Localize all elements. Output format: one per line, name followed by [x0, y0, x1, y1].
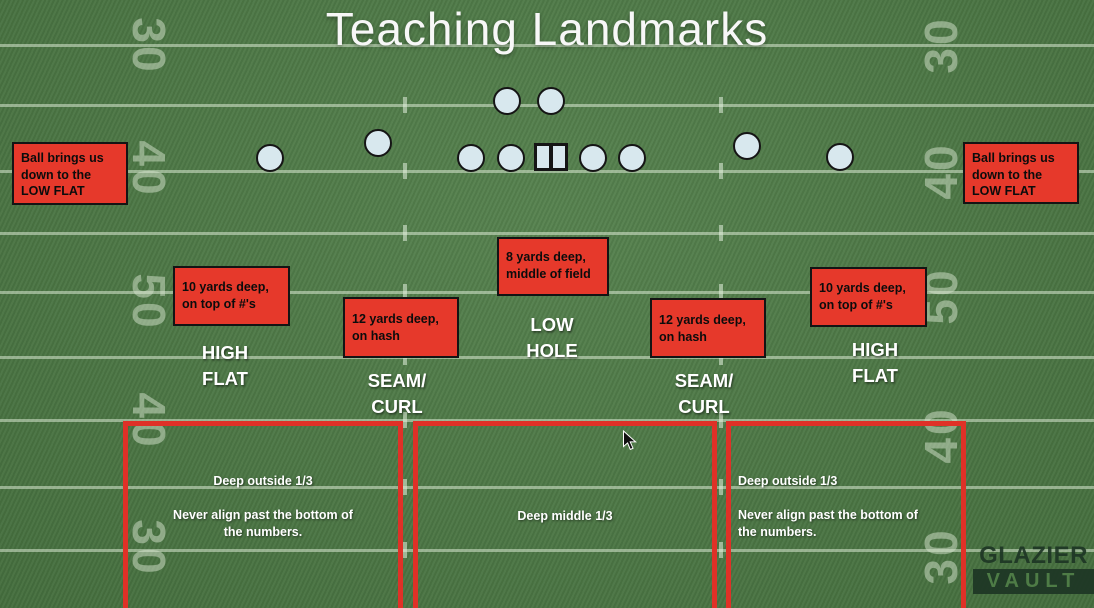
callout-seam-curl-left: 12 yards deep, on hash [343, 297, 459, 358]
callout-low-hole: 8 yards deep, middle of field [497, 237, 609, 296]
center-square-divider [549, 146, 553, 168]
zone-heading: Deep outside 1/3 [738, 474, 838, 488]
hash-mark [719, 225, 723, 241]
player-center [534, 143, 568, 171]
yard-line [0, 231, 1094, 235]
zone-heading: Deep middle 1/3 [517, 509, 613, 523]
callout-low-flat-right: Ball brings us down to the LOW FLAT [963, 142, 1079, 204]
callout-low-flat-left: Ball brings us down to the LOW FLAT [12, 142, 128, 205]
player-wide-receiver-right [826, 143, 854, 171]
zone-deep-outside-right: Deep outside 1/3 Never align past the bo… [726, 421, 966, 608]
hash-mark [719, 412, 723, 428]
hash-mark [719, 163, 723, 179]
landmark-low-hole: LOW HOLE [526, 314, 578, 361]
landmark-seam-curl-left: SEAM/ CURL [367, 370, 427, 417]
hash-mark [403, 284, 407, 300]
zone-body: Never align past the bottom of the numbe… [738, 508, 918, 539]
mouse-cursor-icon [623, 430, 637, 451]
hash-mark [403, 163, 407, 179]
yard-line [0, 355, 1094, 359]
slide-title: Teaching Landmarks [325, 3, 769, 55]
yard-line [0, 418, 1094, 422]
hash-mark [403, 412, 407, 428]
landmark-high-flat-right: HIGH FLAT [851, 339, 899, 386]
logo-vault-text: VAULT [973, 569, 1094, 594]
glazier-vault-logo: GLAZIER VAULT [966, 542, 1094, 594]
hash-mark [719, 97, 723, 113]
hash-mark [403, 97, 407, 113]
hash-mark [403, 542, 407, 558]
landmark-high-flat-left: HIGH FLAT [201, 342, 249, 389]
hash-mark [719, 284, 723, 300]
player-quarterback [537, 87, 565, 115]
yard-line [0, 43, 1094, 47]
zone-body: Never align past the bottom of the numbe… [173, 508, 353, 539]
callout-high-flat-left: 10 yards deep, on top of #'s [173, 266, 290, 326]
callout-seam-curl-right: 12 yards deep, on hash [650, 298, 766, 358]
player-running-back [493, 87, 521, 115]
yard-line [0, 485, 1094, 489]
yard-number-left: 50 [123, 273, 175, 331]
player-wide-receiver-left [256, 144, 284, 172]
landmark-seam-curl-right: SEAM/ CURL [674, 370, 734, 417]
player-right-tackle [618, 144, 646, 172]
hash-mark [719, 479, 723, 495]
hash-mark [719, 542, 723, 558]
zone-deep-middle: Deep middle 1/3 [413, 421, 717, 608]
player-left-tackle [457, 144, 485, 172]
player-slot-right [733, 132, 761, 160]
logo-glazier-text: GLAZIER [979, 542, 1088, 569]
yard-number-right: 40 [915, 142, 967, 200]
yard-line [0, 169, 1094, 173]
hash-mark [403, 479, 407, 495]
zone-deep-outside-left: Deep outside 1/3 Never align past the bo… [123, 421, 403, 608]
hash-mark [403, 225, 407, 241]
yard-line [0, 548, 1094, 552]
player-slot-left [364, 129, 392, 157]
player-left-guard [497, 144, 525, 172]
zone-heading: Deep outside 1/3 [213, 474, 313, 488]
callout-high-flat-right: 10 yards deep, on top of #'s [810, 267, 927, 327]
yard-number-left: 40 [123, 140, 175, 198]
player-right-guard [579, 144, 607, 172]
